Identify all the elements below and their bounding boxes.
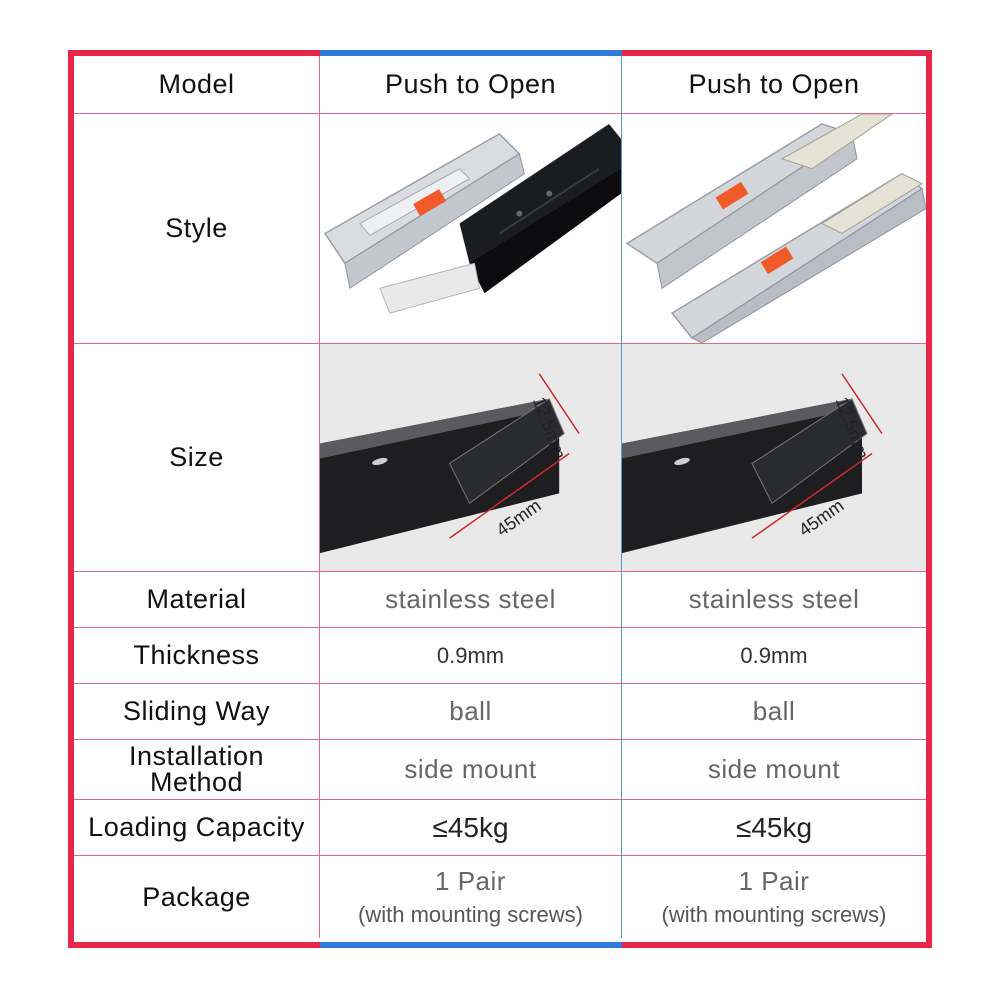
- style-col1-cell: [320, 114, 622, 344]
- frame-top-left: [68, 50, 320, 56]
- thickness-col2-value: 0.9mm: [740, 642, 808, 668]
- package-col1-line2: (with mounting screws): [358, 902, 583, 927]
- install-label: Installation Method: [128, 740, 265, 797]
- header-model-cell: Model: [74, 56, 320, 114]
- sliding-col1-cell: ball: [320, 684, 622, 740]
- loading-col1-cell: ≤45kg: [320, 800, 622, 856]
- frame-bottom-right: [622, 942, 932, 948]
- frame-top-right: [622, 50, 932, 56]
- sliding-label: Sliding Way: [122, 696, 271, 726]
- style-col1-photo: [320, 114, 621, 343]
- sliding-col2-cell: ball: [622, 684, 926, 740]
- spec-table: Model Push to Open Push to Open Style: [74, 56, 926, 942]
- package-col2-line2: (with mounting screws): [661, 902, 887, 927]
- install-col1-value: side mount: [404, 754, 537, 784]
- install-col2-value: side mount: [707, 754, 841, 784]
- package-label: Package: [142, 881, 251, 912]
- package-col2-cell: 1 Pair (with mounting screws): [622, 856, 926, 938]
- sliding-col1-value: ball: [449, 696, 492, 726]
- style-label-cell: Style: [74, 114, 320, 344]
- install-col2-cell: side mount: [622, 740, 926, 800]
- thickness-label: Thickness: [133, 640, 260, 670]
- material-col1-value: stainless steel: [385, 584, 556, 614]
- loading-col2-cell: ≤45kg: [622, 800, 926, 856]
- material-col2-value: stainless steel: [688, 584, 860, 614]
- package-col2-value: 1 Pair (with mounting screws): [662, 868, 887, 926]
- frame-bottom-left: [68, 942, 320, 948]
- material-label: Material: [146, 584, 247, 614]
- thickness-label-cell: Thickness: [74, 628, 320, 684]
- install-label-line1: Installation: [128, 740, 265, 771]
- style-col2-photo: [622, 114, 926, 343]
- size-label-cell: Size: [74, 344, 320, 572]
- thickness-col1-value: 0.9mm: [436, 642, 505, 668]
- size-col1-photo: 12.5mm 45mm: [320, 344, 621, 571]
- loading-col1-value: ≤45kg: [432, 811, 509, 843]
- size-col1-cell: 12.5mm 45mm: [320, 344, 622, 572]
- package-col1-line1: 1 Pair: [435, 866, 506, 896]
- header-col2: Push to Open: [688, 69, 860, 99]
- material-col2-cell: stainless steel: [622, 572, 926, 628]
- style-label: Style: [165, 213, 228, 243]
- header-model: Model: [158, 69, 235, 99]
- install-col1-cell: side mount: [320, 740, 622, 800]
- frame-right: [926, 50, 932, 948]
- package-col1-cell: 1 Pair (with mounting screws): [320, 856, 622, 938]
- frame-bottom-mid: [320, 942, 622, 948]
- loading-col2-value: ≤45kg: [735, 811, 813, 843]
- header-col2-cell: Push to Open: [622, 56, 926, 114]
- install-label-line2: Method: [149, 766, 244, 797]
- size-col2-photo: 12.5mm 45mm: [622, 344, 926, 571]
- material-col1-cell: stainless steel: [320, 572, 622, 628]
- size-col2-cell: 12.5mm 45mm: [622, 344, 926, 572]
- install-label-cell: Installation Method: [74, 740, 320, 800]
- package-col1-value: 1 Pair (with mounting screws): [358, 868, 583, 926]
- material-label-cell: Material: [74, 572, 320, 628]
- header-col1-cell: Push to Open: [320, 56, 622, 114]
- thickness-col2-cell: 0.9mm: [622, 628, 926, 684]
- frame-left: [68, 50, 74, 948]
- package-col2-line1: 1 Pair: [738, 866, 810, 896]
- sliding-label-cell: Sliding Way: [74, 684, 320, 740]
- frame-top-mid: [320, 50, 622, 56]
- style-col2-cell: [622, 114, 926, 344]
- sliding-col2-value: ball: [752, 696, 796, 726]
- header-col1: Push to Open: [384, 69, 557, 99]
- thickness-col1-cell: 0.9mm: [320, 628, 622, 684]
- package-label-cell: Package: [74, 856, 320, 938]
- size-label: Size: [169, 442, 224, 472]
- loading-label-cell: Loading Capacity: [74, 800, 320, 856]
- loading-label: Loading Capacity: [88, 812, 305, 842]
